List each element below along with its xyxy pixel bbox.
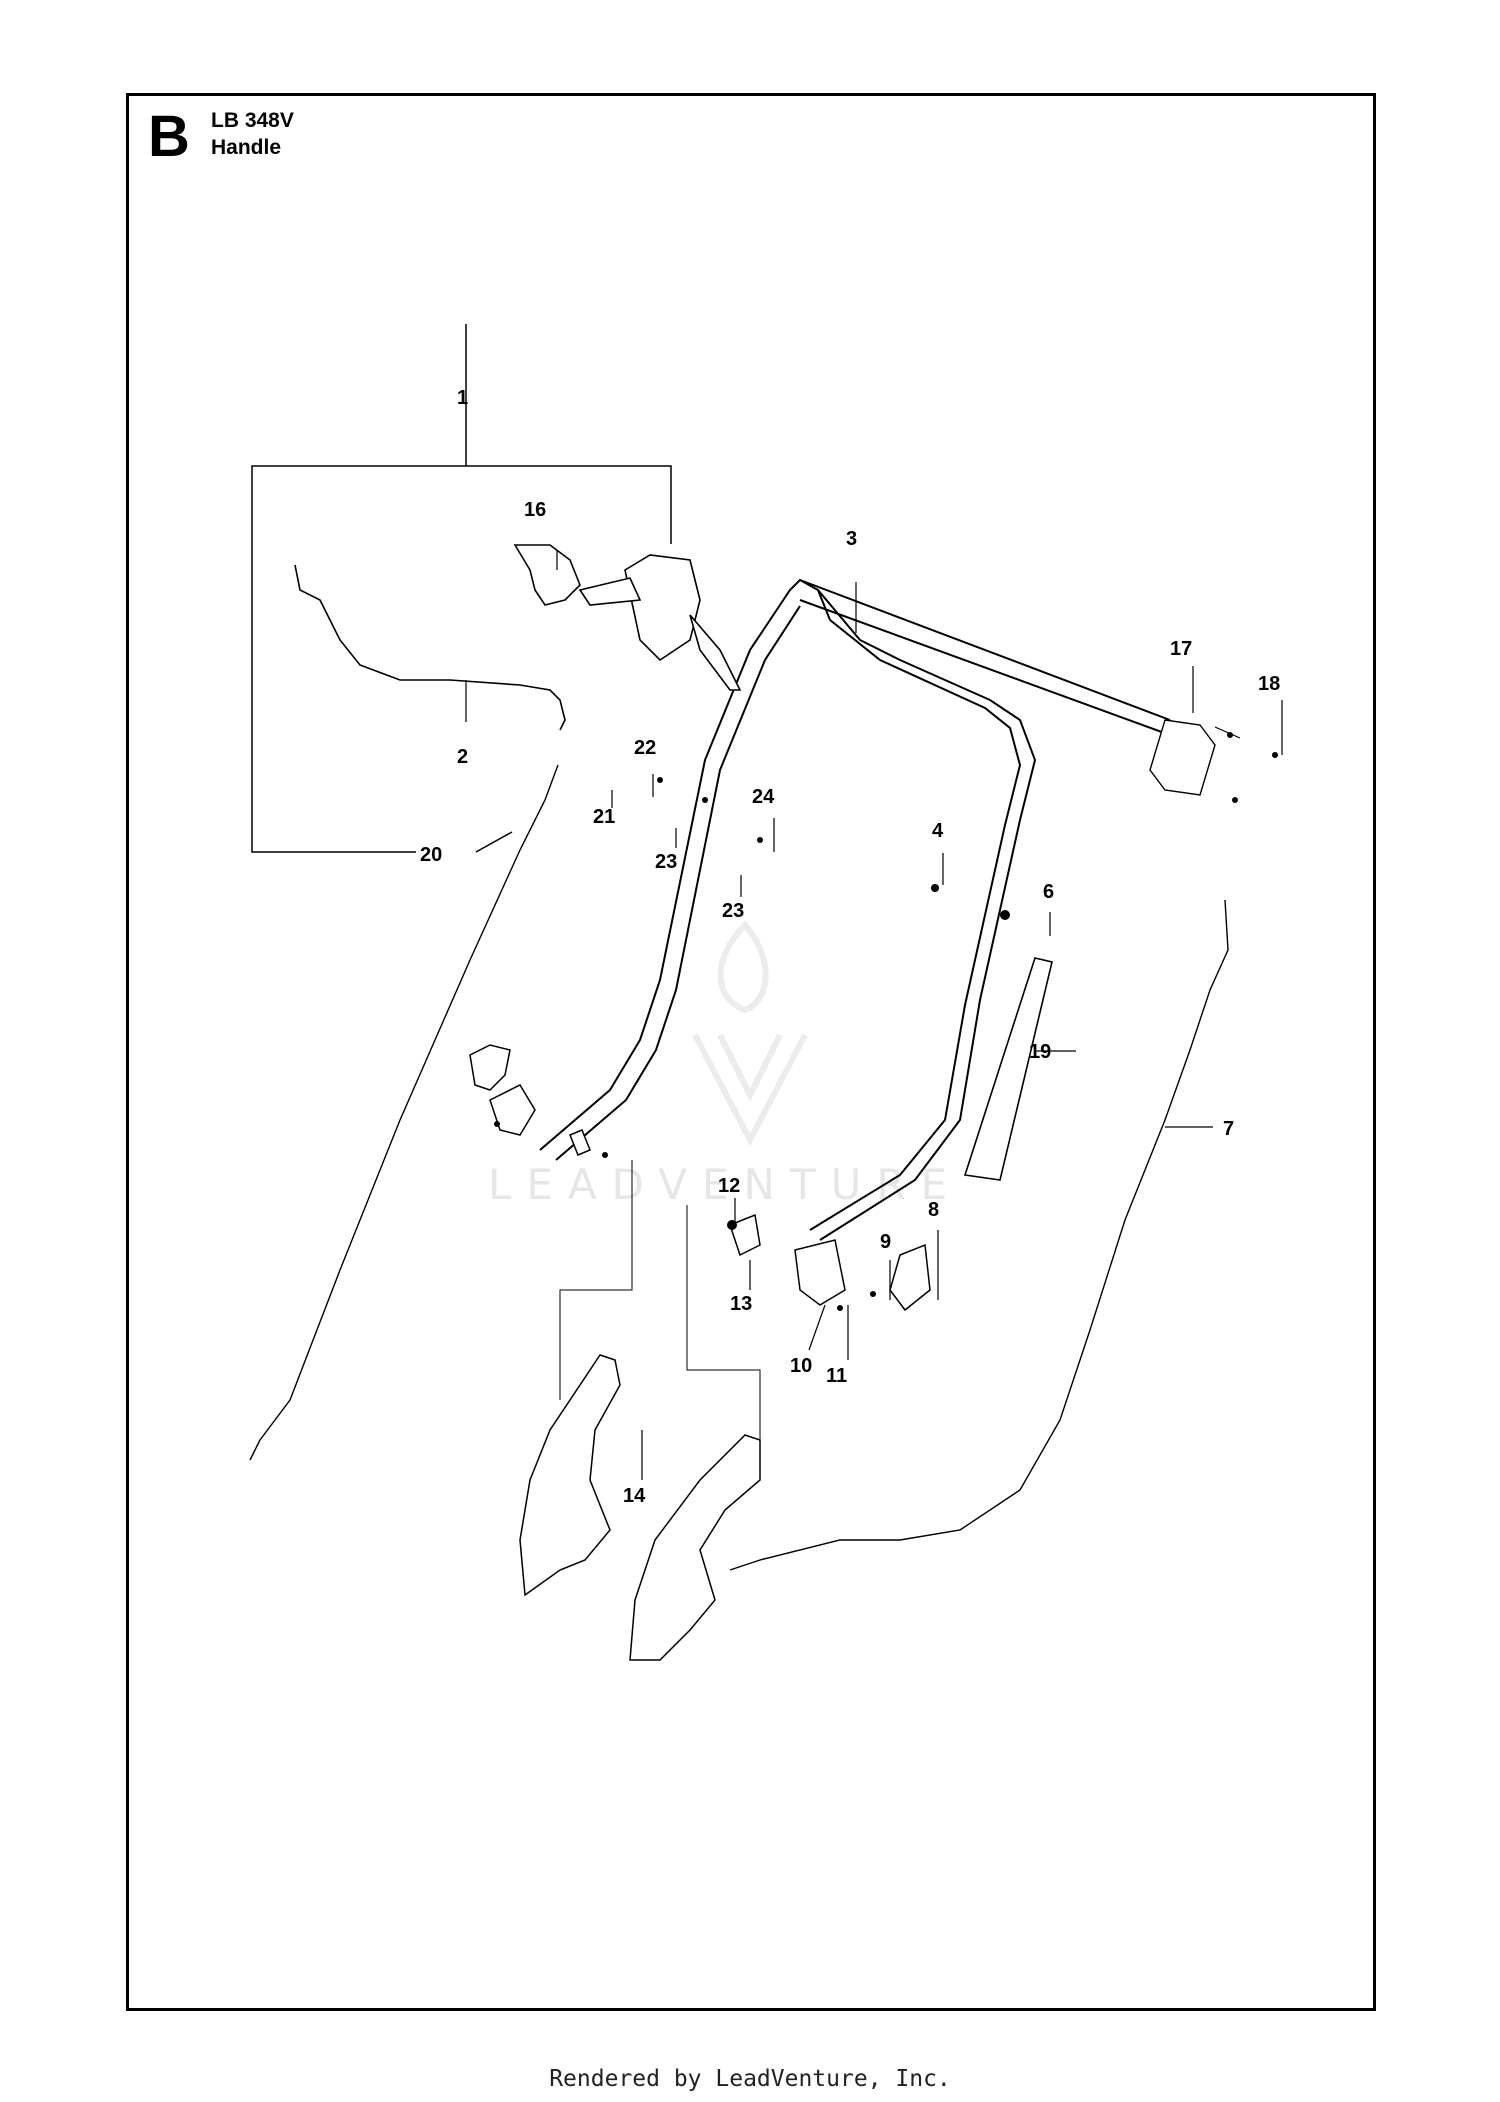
callout-13: 13 bbox=[730, 1293, 752, 1315]
callout-16: 16 bbox=[524, 499, 546, 521]
callout-9: 9 bbox=[880, 1231, 891, 1253]
callout-22: 22 bbox=[634, 737, 656, 759]
callout-1: 1 bbox=[457, 387, 468, 409]
leader-lines bbox=[465, 550, 1283, 1480]
callout-8: 8 bbox=[928, 1199, 939, 1221]
callout-2: 2 bbox=[457, 746, 468, 768]
watermark-logo bbox=[692, 920, 808, 1147]
height-bracket-left bbox=[519, 1354, 621, 1597]
callout-4: 4 bbox=[932, 820, 944, 842]
assembly-bracket-1 bbox=[251, 324, 672, 853]
callout-18: 18 bbox=[1258, 673, 1280, 695]
drive-cable bbox=[729, 899, 1229, 1571]
callout-23b: 23 bbox=[722, 900, 744, 922]
group-name: Handle bbox=[211, 136, 282, 159]
callout-21: 21 bbox=[593, 806, 615, 828]
handle-knob bbox=[513, 544, 581, 606]
section-letter: B bbox=[148, 104, 190, 169]
callout-23a: 23 bbox=[655, 851, 677, 873]
callout-labels: 1 2 3 4 6 7 8 9 10 11 12 13 14 16 17 18 … bbox=[420, 387, 1280, 1507]
callout-3: 3 bbox=[846, 528, 857, 550]
callout-7: 7 bbox=[1223, 1118, 1234, 1140]
callout-20: 20 bbox=[420, 844, 442, 866]
callout-24: 24 bbox=[752, 786, 775, 808]
callout-12: 12 bbox=[718, 1175, 740, 1197]
callout-19: 19 bbox=[1029, 1041, 1051, 1063]
callout-10: 10 bbox=[790, 1355, 812, 1377]
height-bracket-right bbox=[629, 1434, 761, 1661]
footer-credit: Rendered by LeadVenture, Inc. bbox=[549, 2066, 951, 2092]
handle-bar bbox=[539, 578, 1171, 1241]
watermark-text: LEADVENTURE bbox=[488, 1160, 963, 1209]
throttle-cable bbox=[249, 764, 559, 1461]
diagram-frame bbox=[126, 93, 1376, 2011]
left-adjuster bbox=[469, 1044, 591, 1156]
mount-plate bbox=[1149, 719, 1216, 796]
callout-11: 11 bbox=[826, 1365, 847, 1387]
control-housing bbox=[578, 554, 742, 691]
model-name: LB 348V bbox=[211, 109, 294, 132]
fasteners bbox=[494, 732, 1278, 1311]
bail-rod bbox=[294, 564, 566, 731]
handle-grip bbox=[963, 957, 1053, 1181]
right-adjuster bbox=[729, 1213, 931, 1312]
group-lines bbox=[559, 1160, 761, 1470]
callout-14: 14 bbox=[623, 1485, 646, 1507]
callout-6: 6 bbox=[1043, 881, 1054, 903]
callout-17: 17 bbox=[1170, 638, 1192, 660]
